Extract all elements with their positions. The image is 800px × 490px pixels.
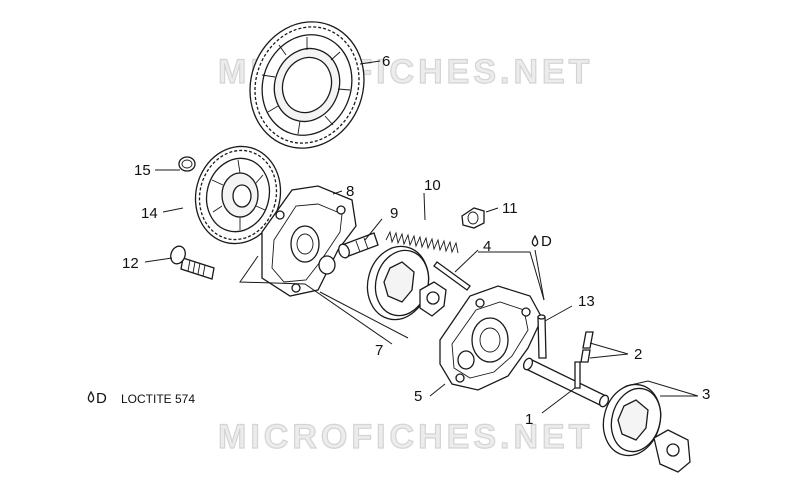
callout-13: 13: [578, 293, 595, 310]
rotor-set-part-3: [602, 383, 691, 473]
callout-6: 6: [382, 53, 390, 70]
callout-5: 5: [414, 388, 422, 405]
callout-14: 14: [141, 205, 158, 222]
spring-part-10: [385, 230, 459, 254]
piston-part-9: [338, 232, 379, 259]
medium-gear-part-14: [194, 145, 282, 245]
callout-15: 15: [134, 162, 151, 179]
shaft-part-1: [522, 357, 610, 408]
pins-part-2: [580, 331, 594, 363]
leader-lines: [144, 60, 699, 414]
callout-10: 10: [424, 177, 441, 194]
loctite-legend-letter: D: [96, 390, 107, 407]
pump-body-part-8: [261, 185, 357, 297]
callout-1: 1: [525, 411, 533, 428]
circlip-part-15: [178, 156, 196, 172]
callout-7: 7: [375, 342, 383, 359]
callout-12: 12: [122, 255, 139, 272]
callout-4: 4: [483, 238, 491, 255]
callout-3: 3: [702, 386, 710, 403]
drop-icon: [531, 234, 539, 247]
callout-11: 11: [502, 200, 518, 217]
bolt-part-12: [170, 245, 215, 280]
plug-part-11: [461, 207, 485, 229]
watermark-bottom: MICROFICHES.NET: [218, 418, 593, 456]
drop-icon: [87, 390, 95, 403]
pump-cover-part-5: [439, 285, 543, 391]
loctite-marker: D: [531, 233, 552, 250]
loctite-legend: D LOCTITE 574: [87, 390, 195, 407]
callout-8: 8: [346, 183, 354, 200]
loctite-marker-letter: D: [541, 233, 552, 250]
large-gear-part-6: [249, 21, 365, 149]
callout-9: 9: [390, 205, 398, 222]
callout-2: 2: [634, 346, 642, 363]
rotor-set-part-7: [366, 245, 447, 321]
pin-part-4: [433, 261, 471, 291]
loctite-legend-text: LOCTITE 574: [121, 392, 195, 406]
pin-part-13: [537, 314, 547, 359]
